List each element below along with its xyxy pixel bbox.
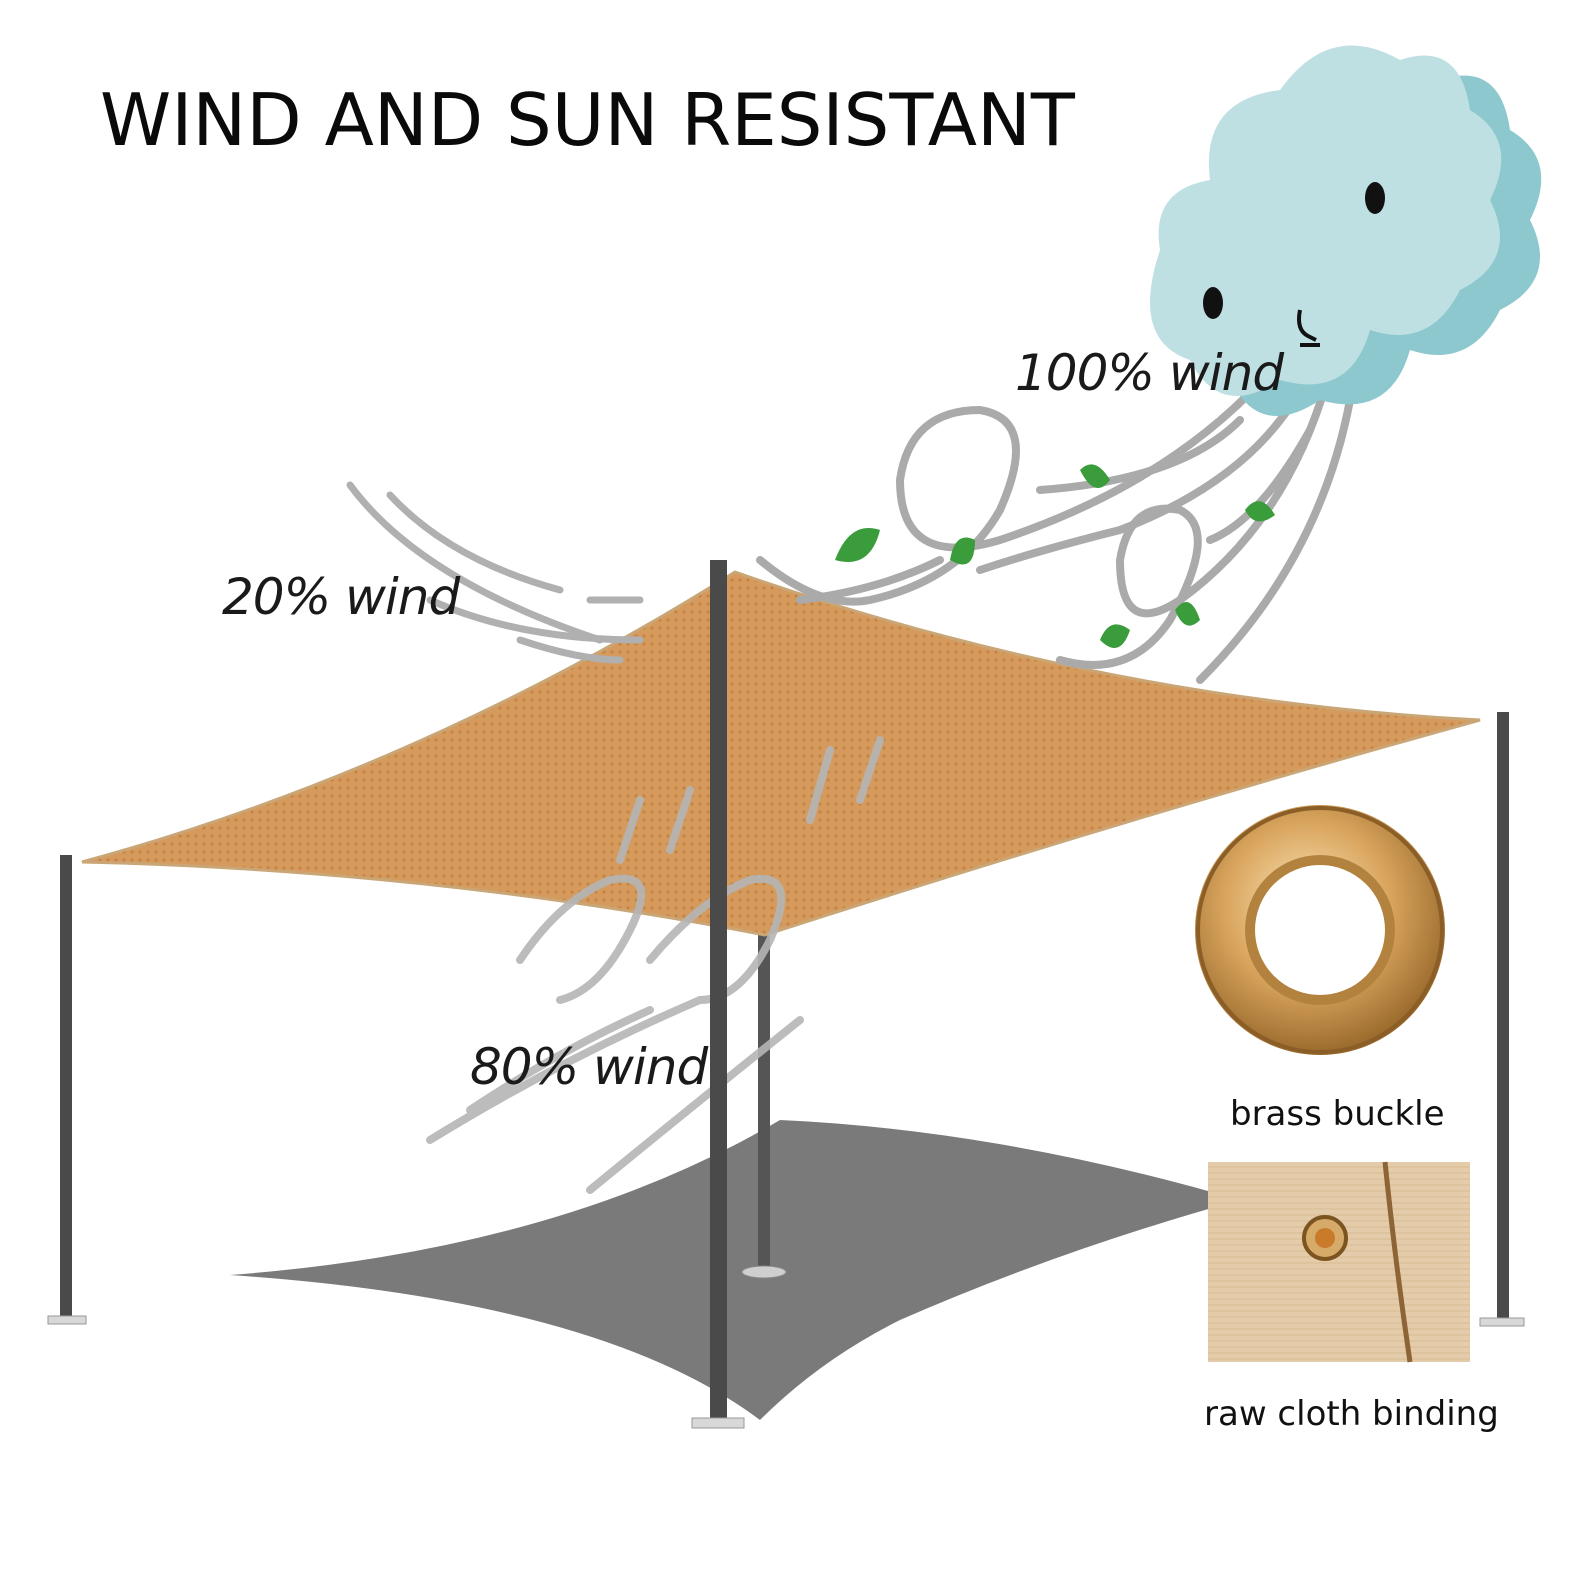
cloth-binding-caption: raw cloth binding (1204, 1394, 1499, 1434)
canopy-shadow (230, 1120, 1240, 1420)
shade-sail (81, 570, 1481, 937)
cloud-character (1150, 45, 1542, 417)
pole-center (710, 560, 727, 1422)
wind-label-80: 80% wind (470, 1038, 708, 1096)
headline: WIND AND SUN RESISTANT (100, 78, 1075, 162)
brass-buckle-image (1195, 805, 1445, 1055)
pole-left (60, 855, 72, 1320)
brass-buckle-caption: brass buckle (1230, 1094, 1445, 1134)
wind-label-20: 20% wind (222, 568, 460, 626)
pole-back (758, 930, 770, 1270)
pole-right (1497, 712, 1509, 1322)
cloth-binding-image (1208, 1161, 1470, 1363)
wind-label-100: 100% wind (1015, 344, 1284, 402)
